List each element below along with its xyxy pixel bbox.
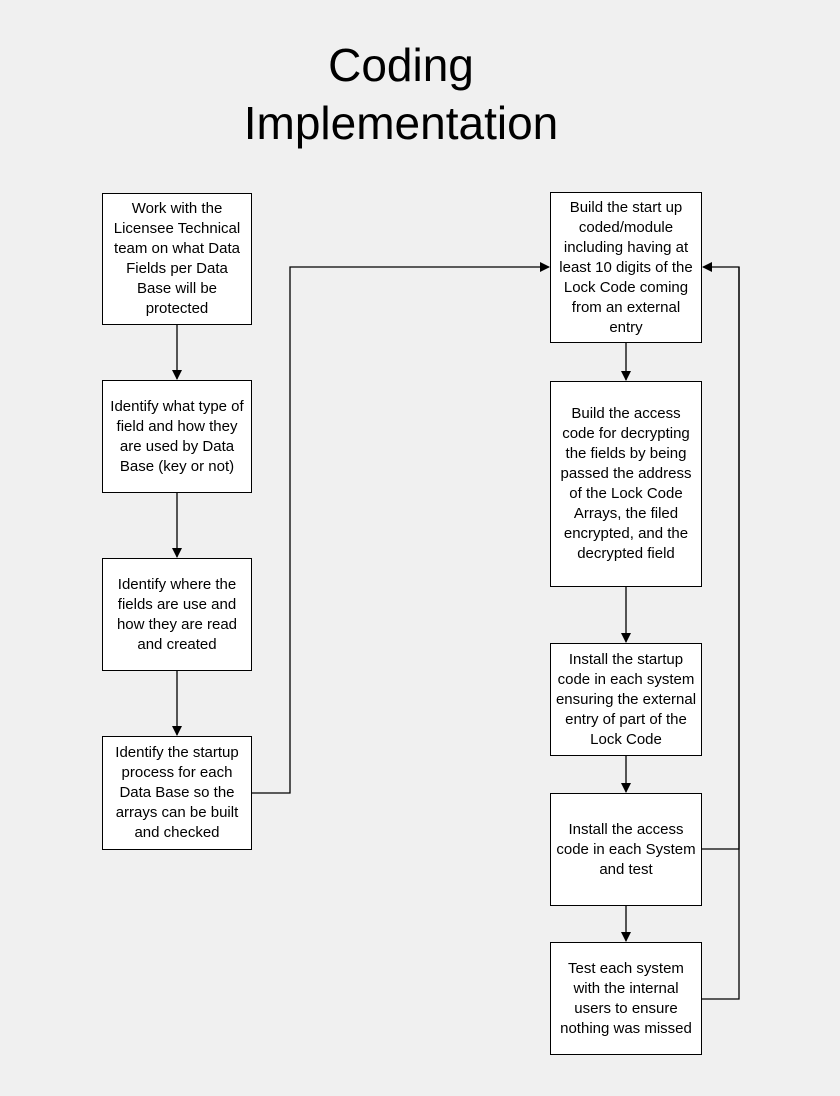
step-box-test-systems: Test each system with the internal users… (550, 942, 702, 1055)
diagram-title: Coding Implementation (0, 36, 802, 152)
step-box-identify-startup: Identify the startup process for each Da… (102, 736, 252, 850)
step-box-identify-field-usage: Identify where the fields are use and ho… (102, 558, 252, 671)
step-box-build-startup: Build the start up coded/module includin… (550, 192, 702, 343)
title-line-1: Coding (328, 39, 474, 91)
step-box-install-startup: Install the startup code in each system … (550, 643, 702, 756)
step-box-identify-field-type: Identify what type of field and how they… (102, 380, 252, 493)
arrow-left-to-right (251, 262, 550, 794)
title-line-2: Implementation (243, 97, 559, 149)
step-box-build-access-code: Build the access code for decrypting the… (550, 381, 702, 587)
loop-from-box-4 (702, 267, 740, 850)
loop-from-box-5 (702, 262, 740, 1000)
step-box-define-fields: Work with the Licensee Technical team on… (102, 193, 252, 325)
step-box-install-access: Install the access code in each System a… (550, 793, 702, 906)
